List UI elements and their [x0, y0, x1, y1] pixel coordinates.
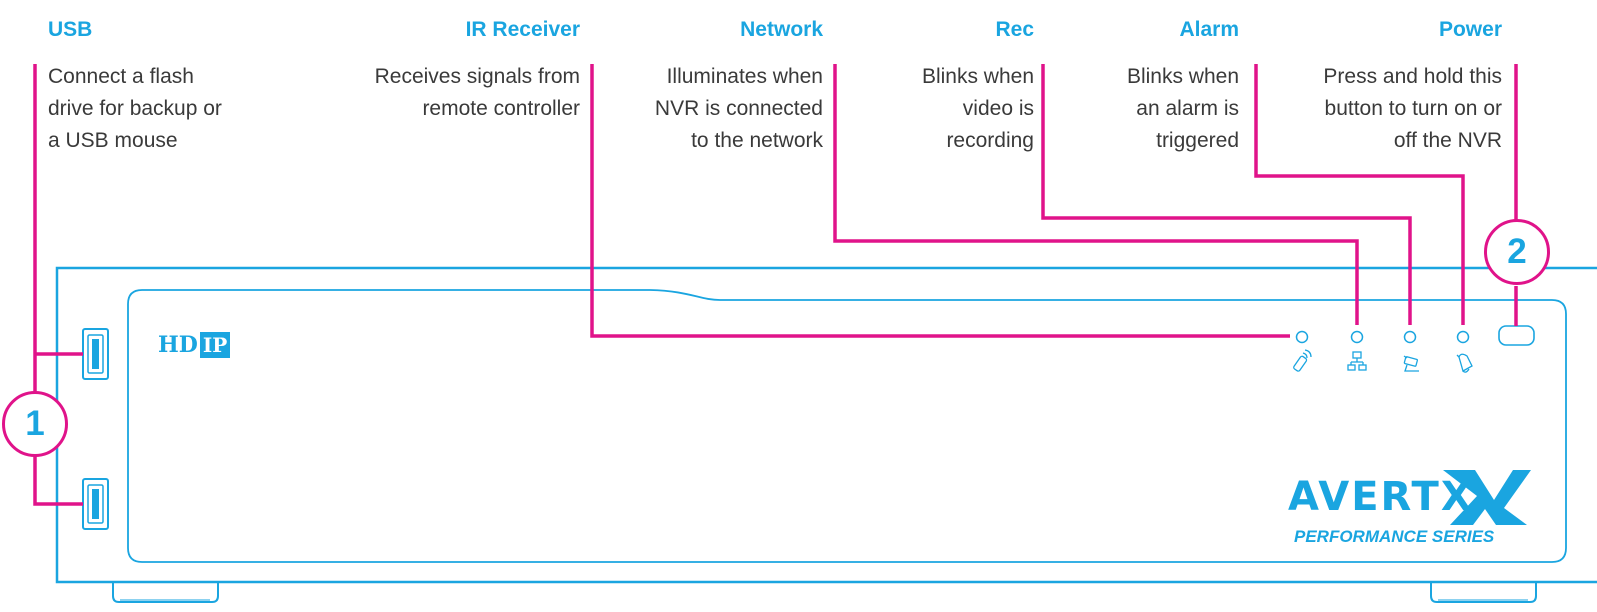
- desc-line: an alarm is: [1136, 97, 1239, 120]
- desc-line: Press and hold this: [1323, 65, 1502, 88]
- callout-badge-power: 2: [1484, 219, 1550, 285]
- callout-line-rec: [1041, 64, 1412, 325]
- callout-badge-usb: 1: [2, 391, 68, 457]
- label-title-power: Power: [1438, 18, 1502, 41]
- usb-port-bottom: [82, 478, 109, 530]
- ir-receiver-led: [1295, 330, 1309, 344]
- ir-remote-icon: [1293, 349, 1312, 372]
- callout-line-network: [833, 64, 1359, 325]
- ip-logo-text: IP: [199, 332, 231, 358]
- hd-logo-text: HD: [158, 332, 198, 358]
- usb-port-top: [82, 328, 109, 380]
- network-icon: [1347, 351, 1367, 371]
- label-desc-network: Illuminates when NVR is connected to the…: [655, 61, 823, 157]
- desc-line: remote controller: [422, 97, 580, 120]
- avertx-brand-name: AVERTX: [1288, 474, 1474, 520]
- label-desc-usb: Connect a flash drive for backup or a US…: [48, 61, 222, 157]
- callout-line-ir: [590, 64, 1290, 338]
- performance-series-label: PERFORMANCE SERIES: [1294, 527, 1495, 546]
- label-title-usb: USB: [48, 18, 93, 41]
- desc-line: drive for backup or: [48, 97, 222, 120]
- label-desc-ir-receiver: Receives signals from remote controller: [375, 61, 580, 125]
- desc-line: to the network: [691, 129, 823, 152]
- power-button: [1498, 325, 1535, 346]
- label-desc-power: Press and hold this button to turn on or…: [1323, 61, 1502, 157]
- desc-line: Blinks when: [1126, 65, 1239, 88]
- desc-line: Blinks when: [921, 65, 1034, 88]
- desc-line: button to turn on or: [1324, 97, 1502, 120]
- label-title-alarm: Alarm: [1179, 18, 1239, 41]
- nvr-chassis: [55, 266, 1597, 603]
- label-title-rec: Rec: [995, 18, 1034, 41]
- avertx-x-mark: [1443, 470, 1531, 525]
- desc-line: Receives signals from: [374, 65, 580, 88]
- label-desc-alarm: Blinks when an alarm is triggered: [1127, 61, 1239, 157]
- callout-line-alarm: [1254, 64, 1465, 325]
- rec-led: [1403, 330, 1417, 344]
- front-panel: [127, 289, 1567, 563]
- desc-line: triggered: [1156, 129, 1239, 152]
- desc-line: Illuminates when: [666, 65, 823, 88]
- desc-line: Connect a flash: [48, 65, 194, 88]
- desc-line: NVR is connected: [654, 97, 823, 120]
- label-desc-rec: Blinks when video is recording: [922, 61, 1034, 157]
- desc-line: a USB mouse: [48, 129, 178, 152]
- alarm-led: [1456, 330, 1470, 344]
- desc-line: video is: [962, 97, 1034, 120]
- alarm-bell-icon: [1456, 353, 1473, 373]
- callout-lines: [33, 64, 1518, 506]
- network-led: [1350, 330, 1364, 344]
- camera-icon: [1403, 355, 1419, 372]
- desc-line: off the NVR: [1393, 129, 1502, 152]
- label-title-ir-receiver: IR Receiver: [465, 18, 580, 41]
- desc-line: recording: [946, 129, 1034, 152]
- label-title-network: Network: [740, 18, 823, 41]
